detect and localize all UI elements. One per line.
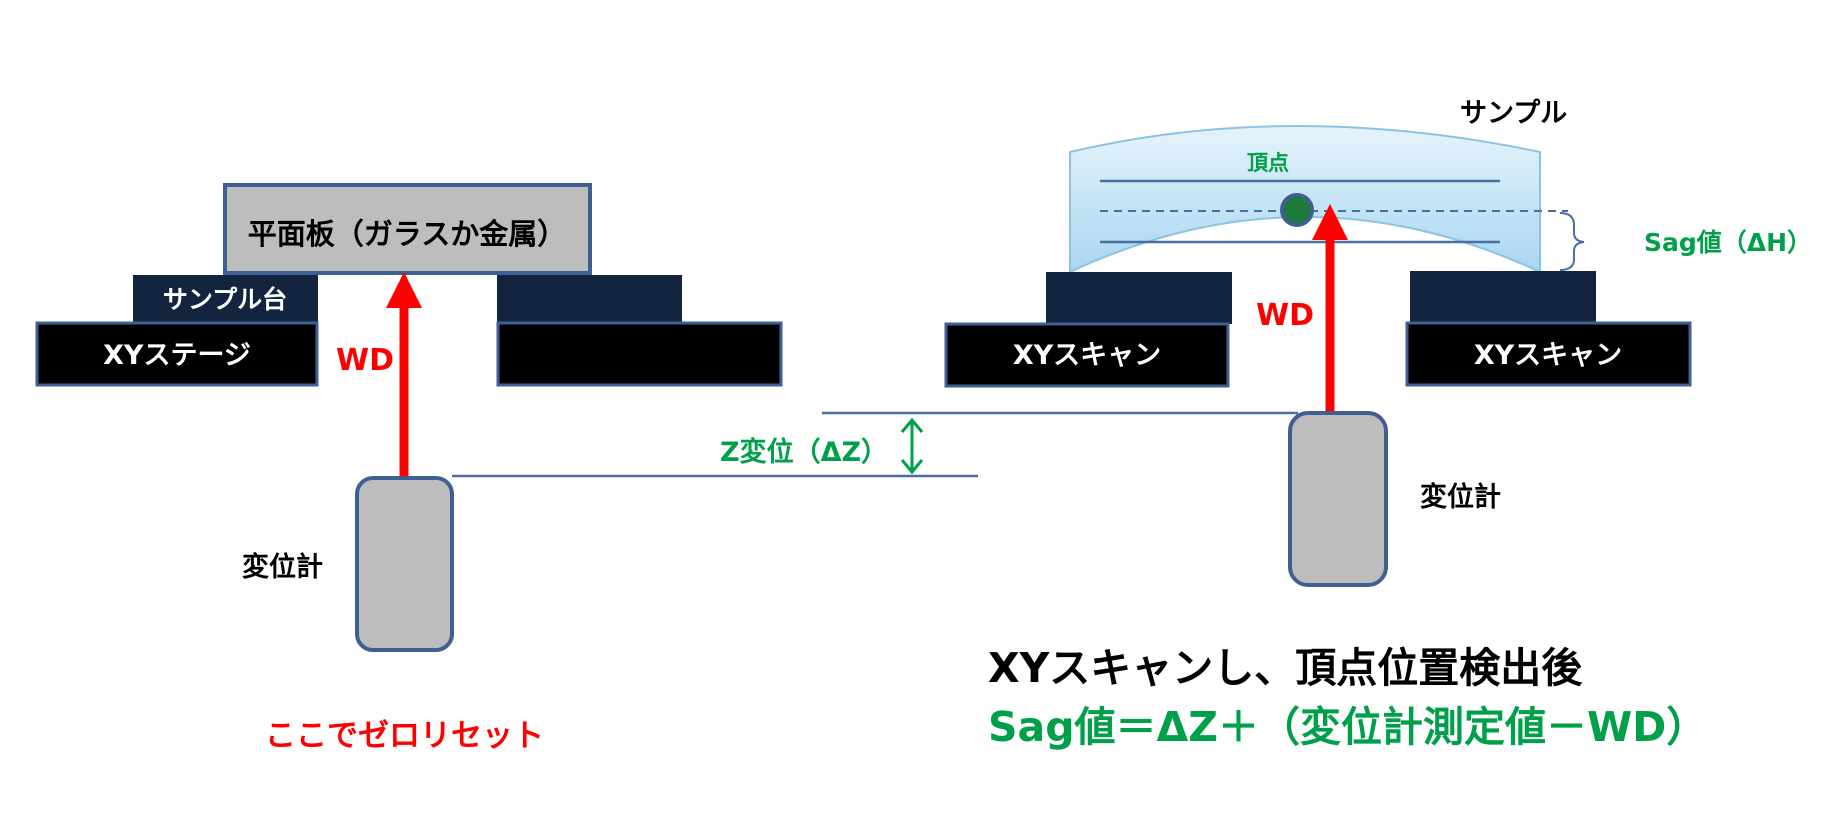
left-assembly: 平面板（ガラスか金属） サンプル台 XYステージ WD 変位計 ここでゼロリセッ…	[35, 183, 783, 754]
z-displacement-label: Z変位（ΔZ）	[720, 436, 888, 468]
xy-scan-stage-left	[944, 322, 1230, 388]
sample-stand-right-b	[1410, 271, 1596, 323]
wd-label-left: WD	[336, 343, 394, 378]
z-displacement-indicator: Z変位（ΔZ）	[452, 411, 1298, 478]
sample-label: サンプル	[1460, 98, 1567, 129]
delta-z-arrow-bottom-head	[900, 459, 924, 475]
apex-point	[1280, 193, 1314, 227]
xy-stage-right	[496, 321, 783, 387]
caption-line-2: Sag値＝ΔZ＋（変位計測定値－WD）	[988, 703, 1707, 751]
flat-plate-label: 平面板（ガラスか金属）	[248, 217, 566, 251]
apex-label: 頂点	[1247, 151, 1289, 175]
caption-line-1: XYスキャンし、頂点位置検出後	[988, 644, 1583, 692]
delta-z-arrow-top-head	[900, 417, 924, 433]
sample-stand-label: サンプル台	[163, 285, 287, 314]
xy-stage-label: XYステージ	[103, 340, 251, 371]
displacement-sensor-right	[1288, 411, 1388, 587]
displacement-sensor-left	[355, 476, 454, 652]
xy-scan-label-right: XYスキャン	[1474, 340, 1622, 371]
sensor-label-right: 変位計	[1420, 481, 1501, 513]
xy-scan-label-left: XYスキャン	[1013, 340, 1161, 371]
sample-stand-right	[497, 275, 682, 323]
sensor-label-left: 変位計	[242, 551, 323, 583]
sag-brace	[1559, 212, 1585, 271]
sample-stand-right-a	[1046, 272, 1232, 324]
zero-reset-label: ここでゼロリセット	[265, 718, 544, 754]
sample-stand-left	[133, 275, 318, 323]
sag-label: Sag値（ΔH）	[1644, 228, 1812, 257]
flat-plate	[223, 183, 592, 275]
right-assembly: サンプル 頂点 Sag値（ΔH） XYスキャン XYスキャン WD 変位計 XY…	[944, 98, 1812, 751]
xy-stage-left	[35, 321, 319, 387]
xy-scan-stage-right	[1405, 321, 1692, 387]
wd-label-right: WD	[1256, 298, 1314, 333]
